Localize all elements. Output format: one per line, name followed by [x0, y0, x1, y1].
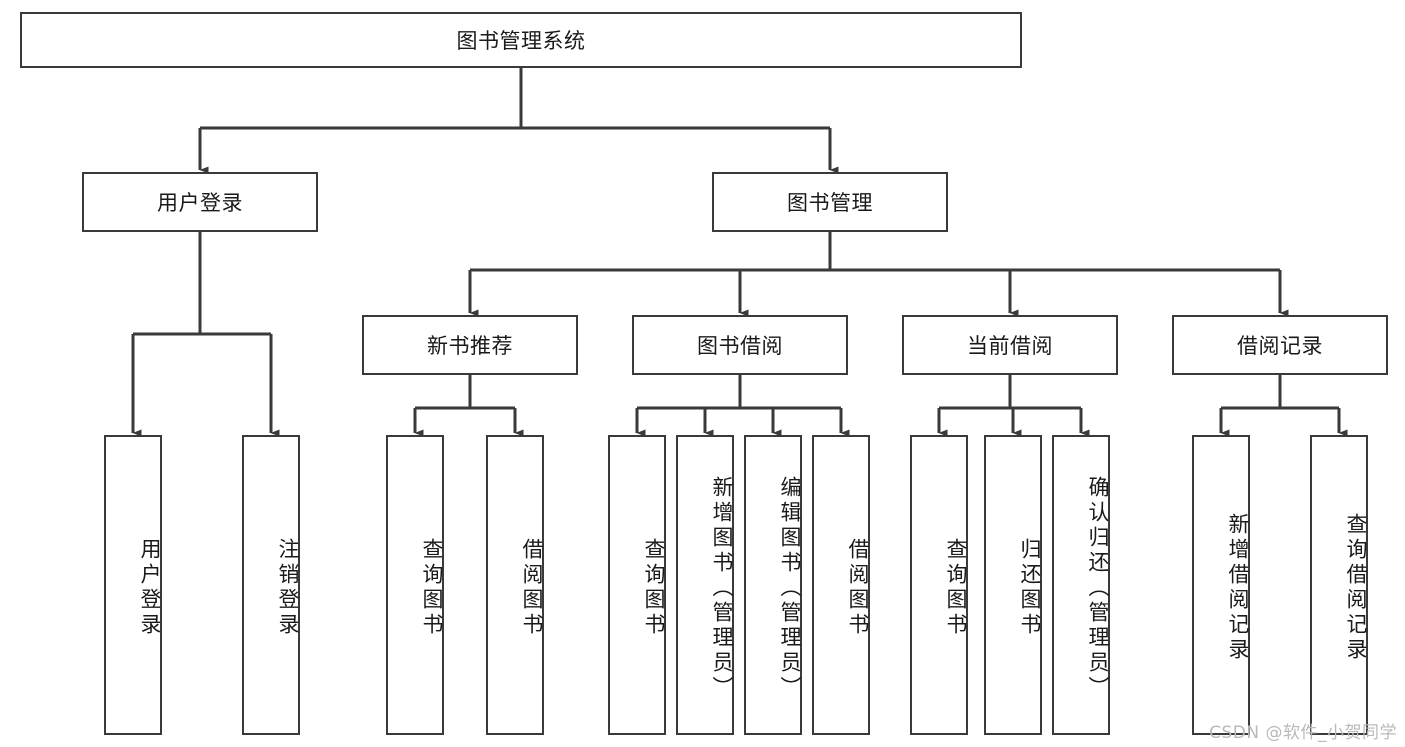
node-root[interactable]: 图书管理系统: [20, 12, 1022, 68]
node-leaf-user-login[interactable]: 用户登录: [104, 435, 162, 735]
node-label: 借阅图书: [846, 538, 870, 638]
node-label: 新增借阅记录: [1226, 513, 1250, 663]
watermark-text: CSDN @软件_小贺同学: [1209, 723, 1397, 743]
node-leaf-return-book[interactable]: 归还图书: [984, 435, 1042, 735]
node-book-manage[interactable]: 图书管理: [712, 172, 948, 232]
node-leaf-query-book-rec[interactable]: 查询图书: [386, 435, 444, 735]
node-leaf-add-book[interactable]: 新增图书（管理员）: [676, 435, 734, 735]
node-label: 图书管理: [787, 191, 873, 215]
node-label: 用户登录: [157, 191, 243, 215]
node-label: 查询图书: [420, 538, 444, 638]
node-current-borrow[interactable]: 当前借阅: [902, 315, 1118, 375]
node-user-login[interactable]: 用户登录: [82, 172, 318, 232]
node-label: 归还图书: [1018, 538, 1042, 638]
node-leaf-add-record[interactable]: 新增借阅记录: [1192, 435, 1250, 735]
node-label: 借阅记录: [1237, 334, 1323, 358]
node-leaf-confirm-return[interactable]: 确认归还（管理员）: [1052, 435, 1110, 735]
node-book-borrow[interactable]: 图书借阅: [632, 315, 848, 375]
node-label: 新书推荐: [427, 334, 513, 358]
node-leaf-query-record[interactable]: 查询借阅记录: [1310, 435, 1368, 735]
node-label: 用户登录: [138, 538, 162, 638]
node-leaf-borrow-book-rec[interactable]: 借阅图书: [486, 435, 544, 735]
node-leaf-borrow-book[interactable]: 借阅图书: [812, 435, 870, 735]
node-leaf-query-book-current[interactable]: 查询图书: [910, 435, 968, 735]
node-leaf-edit-book[interactable]: 编辑图书（管理员）: [744, 435, 802, 735]
node-label: 编辑图书（管理员）: [778, 475, 802, 701]
node-label: 图书管理系统: [456, 29, 586, 53]
node-leaf-query-book-borrow[interactable]: 查询图书: [608, 435, 666, 735]
node-label: 查询图书: [642, 538, 666, 638]
node-borrow-record[interactable]: 借阅记录: [1172, 315, 1388, 375]
node-label: 查询图书: [944, 538, 968, 638]
node-new-book-rec[interactable]: 新书推荐: [362, 315, 578, 375]
node-label: 新增图书（管理员）: [710, 475, 734, 701]
node-label: 图书借阅: [697, 334, 783, 358]
node-label: 当前借阅: [967, 334, 1053, 358]
node-label: 查询借阅记录: [1344, 513, 1368, 663]
node-leaf-user-logout[interactable]: 注销登录: [242, 435, 300, 735]
node-label: 确认归还（管理员）: [1086, 475, 1110, 701]
node-label: 借阅图书: [520, 538, 544, 638]
node-label: 注销登录: [276, 538, 300, 638]
